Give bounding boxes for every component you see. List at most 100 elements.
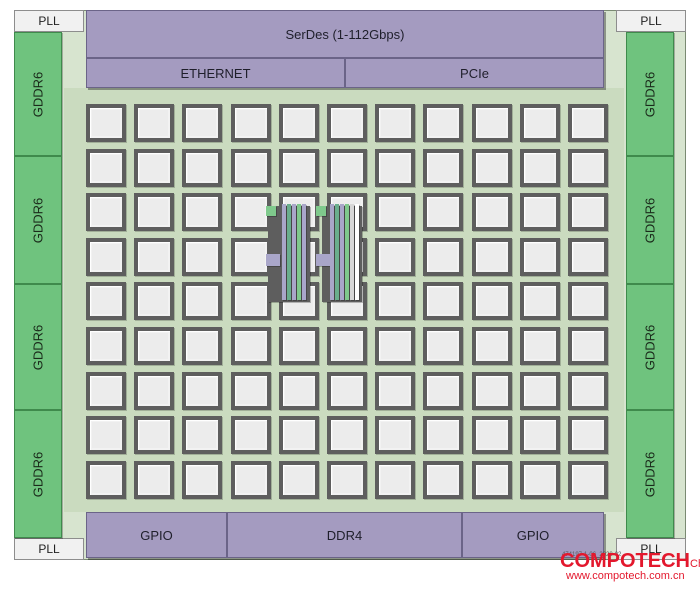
compute-tile xyxy=(86,104,126,142)
compute-tile xyxy=(423,193,463,231)
compute-tile xyxy=(423,416,463,454)
stack-right-tab-mid xyxy=(316,254,330,266)
compute-tile xyxy=(472,193,512,231)
compute-tile xyxy=(231,416,271,454)
compute-tile xyxy=(375,416,415,454)
stack-left-bar xyxy=(282,204,286,300)
compute-tile xyxy=(568,416,608,454)
pll-bottom-left: PLL xyxy=(14,538,84,560)
compute-tile xyxy=(134,149,174,187)
ddr4-block: DDR4 xyxy=(227,512,462,558)
compute-tile xyxy=(279,416,319,454)
gddr6-label: GDDR6 xyxy=(30,197,46,243)
gddr6-right-3: GDDR6 xyxy=(626,284,674,410)
compute-tile xyxy=(568,104,608,142)
compute-tile xyxy=(134,416,174,454)
compute-tile xyxy=(520,372,560,410)
gpio-left-block: GPIO xyxy=(86,512,227,558)
compute-tile xyxy=(423,372,463,410)
compute-tile xyxy=(279,327,319,365)
gddr6-left-4: GDDR6 xyxy=(14,410,62,538)
compute-tile xyxy=(472,282,512,320)
compute-tile xyxy=(375,327,415,365)
gddr6-left-1: GDDR6 xyxy=(14,32,62,156)
compute-tile xyxy=(134,282,174,320)
compute-tile xyxy=(327,327,367,365)
compute-tile xyxy=(375,104,415,142)
compute-tile xyxy=(231,238,271,276)
compute-tile xyxy=(279,372,319,410)
compute-tile xyxy=(568,461,608,499)
stack-left-bar xyxy=(302,204,306,300)
compotech-logo: COMPOTECHChina xyxy=(560,550,700,573)
stack-right-bar xyxy=(350,204,354,300)
compute-tile xyxy=(423,282,463,320)
compute-tile xyxy=(520,327,560,365)
compute-tile xyxy=(231,327,271,365)
gddr6-label: GDDR6 xyxy=(642,451,658,497)
compute-tile xyxy=(375,372,415,410)
compute-tile xyxy=(472,104,512,142)
gddr6-label: GDDR6 xyxy=(30,324,46,370)
compute-tile xyxy=(568,149,608,187)
compute-tile xyxy=(231,282,271,320)
compute-tile xyxy=(520,282,560,320)
pll-top-left: PLL xyxy=(14,10,84,32)
compute-tile xyxy=(182,327,222,365)
compute-tile xyxy=(423,149,463,187)
compute-tile xyxy=(134,104,174,142)
compute-tile xyxy=(520,461,560,499)
compute-tile xyxy=(86,372,126,410)
compute-tile xyxy=(134,461,174,499)
compute-tile xyxy=(279,461,319,499)
compute-tile xyxy=(423,327,463,365)
stack-right-bar xyxy=(330,204,334,300)
compute-tile xyxy=(182,104,222,142)
compute-tile xyxy=(520,104,560,142)
compute-tile xyxy=(327,104,367,142)
compute-tile xyxy=(568,327,608,365)
compute-tile xyxy=(327,372,367,410)
compute-tile xyxy=(134,193,174,231)
compute-tile xyxy=(182,461,222,499)
compute-tile xyxy=(375,238,415,276)
compute-tile xyxy=(231,104,271,142)
compute-tile xyxy=(375,149,415,187)
compute-tile xyxy=(231,461,271,499)
compute-tile xyxy=(86,461,126,499)
compute-tile xyxy=(86,282,126,320)
figure-id: 474197-1-06_2020-02 xyxy=(562,552,622,558)
compute-tile xyxy=(86,149,126,187)
stack-left-bar xyxy=(292,204,296,300)
compute-tile xyxy=(327,416,367,454)
gddr6-label: GDDR6 xyxy=(642,71,658,117)
compute-tile xyxy=(279,104,319,142)
gddr6-right-2: GDDR6 xyxy=(626,156,674,284)
compute-tile xyxy=(231,372,271,410)
compute-tile xyxy=(279,149,319,187)
stack-left-bar xyxy=(297,204,301,300)
pll-top-right: PLL xyxy=(616,10,686,32)
compute-tile xyxy=(182,193,222,231)
watermark-url: www.compotech.com.cn xyxy=(566,570,685,582)
compute-tile xyxy=(182,282,222,320)
compute-tile xyxy=(520,416,560,454)
gddr6-right-4: GDDR6 xyxy=(626,410,674,538)
compute-tile xyxy=(375,282,415,320)
stack-right-bar xyxy=(345,204,349,300)
compute-tile xyxy=(423,104,463,142)
compute-tile xyxy=(472,372,512,410)
compute-tile xyxy=(86,238,126,276)
stack-right-bar xyxy=(340,204,344,300)
gddr6-right-1: GDDR6 xyxy=(626,32,674,156)
pll-bottom-right: PLL xyxy=(616,538,686,560)
compute-tile xyxy=(134,238,174,276)
stack-right-bar xyxy=(335,204,339,300)
compute-tile xyxy=(568,282,608,320)
compute-tile xyxy=(568,193,608,231)
compute-tile xyxy=(520,193,560,231)
compute-tile xyxy=(182,416,222,454)
compute-tile xyxy=(375,193,415,231)
ethernet-block: ETHERNET xyxy=(86,58,345,88)
compute-tile xyxy=(182,238,222,276)
